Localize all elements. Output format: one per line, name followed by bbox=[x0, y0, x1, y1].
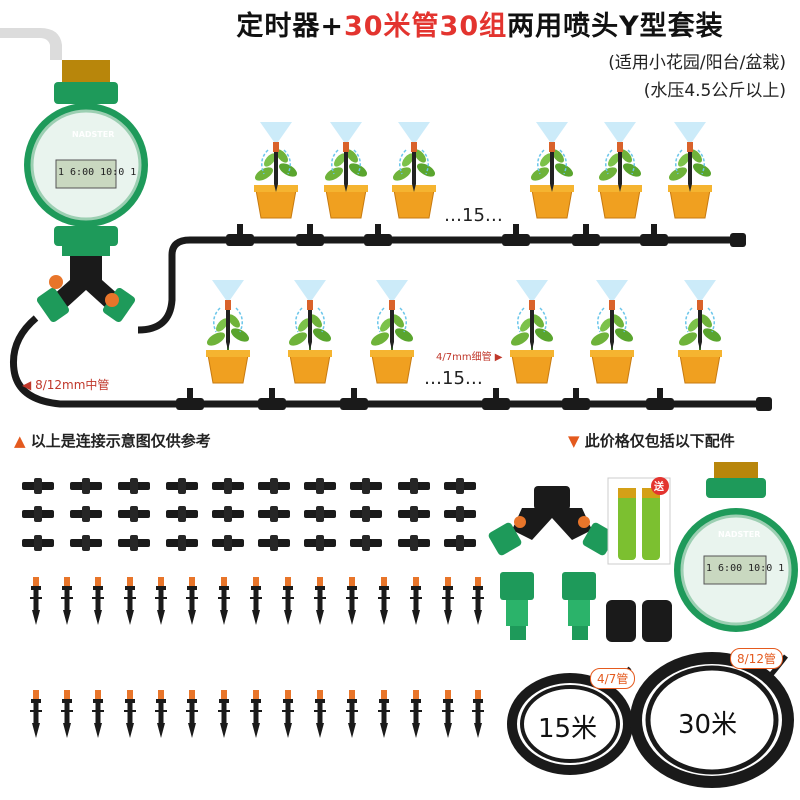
product-timer-brand: NADSTER bbox=[718, 530, 761, 539]
note-right-text: 此价格仅包括以下配件 bbox=[584, 432, 735, 450]
upper-row-ellipsis: …15… bbox=[444, 205, 503, 226]
note-diagram-reference: ▲ 以上是连接示意图仅供参考 bbox=[14, 430, 211, 451]
main-pipe-label-text: 8/12mm中管 bbox=[35, 378, 110, 392]
note-left-text: 以上是连接示意图仅供参考 bbox=[30, 432, 211, 450]
hose-small-tag: 4/7管 bbox=[590, 668, 636, 689]
title-part2: 30米管30组 bbox=[343, 11, 508, 42]
title-part1: 定时器+ bbox=[236, 11, 344, 42]
triangle-up-icon: ▲ bbox=[14, 432, 26, 450]
hose-small-length: 15米 bbox=[538, 714, 598, 744]
main-pipe-arrow-icon: ◀ bbox=[22, 378, 32, 392]
timer-display: 1 6:00 10:0 1 bbox=[58, 167, 137, 178]
thin-pipe-arrow-icon: ▶ bbox=[494, 352, 503, 363]
gift-badge: 送 bbox=[654, 482, 664, 493]
subtitle-usage: (适用小花园/阳台/盆栽) bbox=[608, 53, 786, 73]
subtitle-pressure: (水压4.5公斤以上) bbox=[643, 81, 786, 101]
triangle-down-icon: ▼ bbox=[568, 432, 580, 450]
note-included-parts: ▼ 此价格仅包括以下配件 bbox=[568, 430, 735, 451]
thin-pipe-label-text: 4/7mm细管 bbox=[436, 352, 492, 363]
title-part3: 两用喷头Y型套装 bbox=[507, 11, 724, 42]
product-timer-display: 1 6:00 10:0 1 bbox=[706, 563, 785, 574]
thin-pipe-label: 4/7mm细管 ▶ bbox=[436, 348, 502, 363]
timer-brand: NADSTER bbox=[72, 130, 115, 139]
page-title: 定时器+30米管30组两用喷头Y型套装 bbox=[160, 4, 800, 43]
main-pipe-label: ◀ 8/12mm中管 bbox=[22, 376, 109, 393]
hose-big-tag: 8/12管 bbox=[730, 648, 783, 669]
hose-big-length: 30米 bbox=[678, 710, 738, 740]
lower-row-ellipsis: …15… bbox=[424, 368, 483, 389]
